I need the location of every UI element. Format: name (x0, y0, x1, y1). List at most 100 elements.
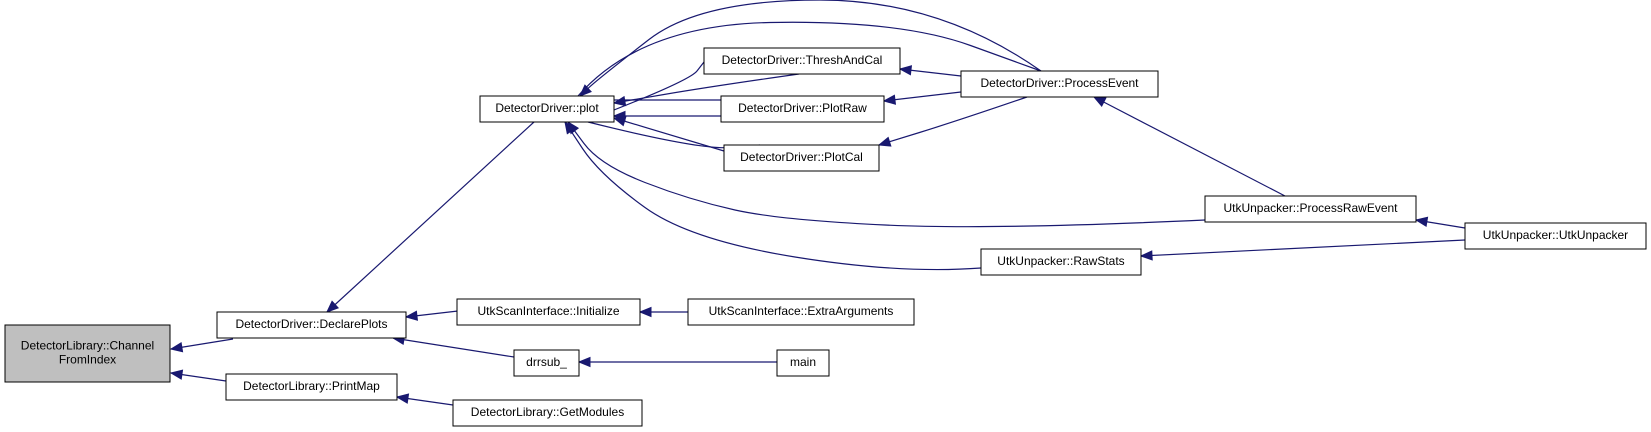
edge-plot_cal-to-plot (612, 116, 725, 152)
arrowhead-icon (169, 341, 184, 353)
edge-line (883, 91, 962, 102)
edge-line (567, 121, 1206, 228)
edge-line (613, 117, 725, 152)
node-box (723, 144, 880, 172)
node-box (703, 47, 901, 75)
node-process-raw-event[interactable]: UtkUnpacker::ProcessRawEvent (1204, 195, 1417, 223)
node-box (1464, 222, 1647, 250)
edge-line (564, 121, 982, 271)
node-raw-stats[interactable]: UtkUnpacker::RawStats (980, 248, 1142, 276)
node-box (720, 95, 885, 123)
node-box (687, 298, 915, 326)
arrowhead-icon (326, 300, 340, 313)
node-extra-arguments[interactable]: UtkScanInterface::ExtraArguments (687, 298, 915, 326)
arrowhead-icon (169, 369, 184, 380)
edge-plot-to-thresh_and_cal_back (613, 61, 705, 111)
node-label: UtkUnpacker::UtkUnpacker (1483, 228, 1628, 242)
node-process-event[interactable]: DetectorDriver::ProcessEvent (960, 70, 1159, 98)
edge-line (326, 121, 535, 313)
node-main[interactable]: main (776, 349, 830, 377)
nodes-layer: DetectorLibrary::ChannelFromIndexDetecto… (4, 47, 1647, 427)
node-box (980, 248, 1142, 276)
edge-declare_plots-to-channel_from_index (169, 338, 234, 353)
node-label: UtkUnpacker::RawStats (997, 254, 1124, 268)
node-box (479, 95, 615, 123)
arrowhead-icon (882, 94, 897, 105)
node-initialize[interactable]: UtkScanInterface::Initialize (456, 298, 641, 326)
arrowhead-icon (612, 95, 627, 107)
edge-line (1093, 96, 1286, 197)
edge-plot_raw-to-plot (612, 110, 721, 122)
node-drrsub[interactable]: drrsub_ (513, 349, 580, 377)
node-label: DetectorDriver::ThreshAndCal (722, 53, 883, 67)
node-label: UtkUnpacker::ProcessRawEvent (1223, 201, 1398, 215)
arrowhead-icon (877, 136, 892, 147)
arrowhead-icon (564, 120, 576, 135)
edge-line (878, 96, 1028, 146)
node-thresh-and-cal[interactable]: DetectorDriver::ThreshAndCal (703, 47, 901, 75)
node-label: DetectorDriver::plot (495, 101, 599, 115)
edge-get_modules-to-print_map (395, 393, 454, 406)
edge-line (1140, 239, 1466, 257)
node-label: DetectorLibrary::PrintMap (243, 379, 380, 393)
node-declare-plots[interactable]: DetectorDriver::DeclarePlots (216, 311, 407, 339)
edge-line (613, 73, 800, 104)
edge-main-to-drrsub (577, 356, 777, 368)
node-label: drrsub_ (526, 355, 567, 369)
node-label: UtkScanInterface::ExtraArguments (709, 304, 894, 318)
arrowhead-icon (638, 306, 652, 318)
node-box (960, 70, 1159, 98)
edge-process_event-to-plot_cal (877, 96, 1028, 147)
edge-plot-to-process_event_back (577, 21, 1042, 97)
node-label: DetectorDriver::PlotRaw (738, 101, 867, 115)
node-box (1204, 195, 1417, 223)
edge-process_raw_event-to-process_event (1092, 96, 1286, 197)
node-label: DetectorLibrary::GetModules (471, 405, 624, 419)
node-label: DetectorDriver::DeclarePlots (235, 317, 387, 331)
node-plot[interactable]: DetectorDriver::plot (479, 95, 615, 123)
arrowhead-icon (898, 65, 913, 76)
edges-layer (169, 0, 1466, 406)
arrowhead-icon (1139, 250, 1153, 261)
node-label: UtkScanInterface::Initialize (477, 304, 619, 318)
edge-extra_arguments-to-initialize (638, 306, 688, 318)
edge-utk_unpacker-to-raw_stats (1139, 239, 1466, 261)
edge-print_map-to-channel_from_index (169, 369, 227, 382)
edge-process_event-to-thresh_and_cal (898, 65, 962, 77)
edge-drrsub-to-declare_plots (391, 334, 515, 358)
edge-process_raw_event-to-plot (567, 120, 1206, 228)
edge-initialize-to-declare_plots (404, 310, 459, 321)
node-plot-cal[interactable]: DetectorDriver::PlotCal (723, 144, 880, 172)
node-print-map[interactable]: DetectorLibrary::PrintMap (225, 373, 398, 401)
edge-plot-to-declare_plots (326, 121, 535, 313)
node-label: DetectorDriver::PlotCal (740, 150, 863, 164)
node-box (4, 324, 171, 383)
edge-plot-to-plot_cal_back (587, 121, 761, 149)
arrowhead-icon (1414, 216, 1429, 228)
arrowhead-icon (1092, 96, 1107, 107)
node-box (452, 399, 643, 427)
node-box (776, 349, 830, 377)
node-box (225, 373, 398, 401)
node-get-modules[interactable]: DetectorLibrary::GetModules (452, 399, 643, 427)
arrowhead-icon (395, 393, 410, 404)
edge-utk_unpacker-to-process_raw_event (1414, 216, 1466, 229)
edge-process_event-to-plot_raw (882, 91, 962, 105)
arrowhead-icon (577, 356, 591, 368)
node-box (216, 311, 407, 339)
node-label: DetectorDriver::ProcessEvent (980, 76, 1139, 90)
node-box (513, 349, 580, 377)
edge-line (579, 0, 1042, 97)
node-box (456, 298, 641, 326)
node-plot-raw[interactable]: DetectorDriver::PlotRaw (720, 95, 885, 123)
edge-line (392, 337, 515, 358)
edge-raw_stats-to-plot (564, 120, 982, 271)
node-label: main (790, 355, 816, 369)
arrowhead-icon (612, 116, 627, 127)
node-utk-unpacker[interactable]: UtkUnpacker::UtkUnpacker (1464, 222, 1647, 250)
arrowhead-icon (404, 310, 419, 321)
node-label: DetectorLibrary::Channel (21, 339, 154, 353)
node-label: FromIndex (59, 353, 116, 367)
